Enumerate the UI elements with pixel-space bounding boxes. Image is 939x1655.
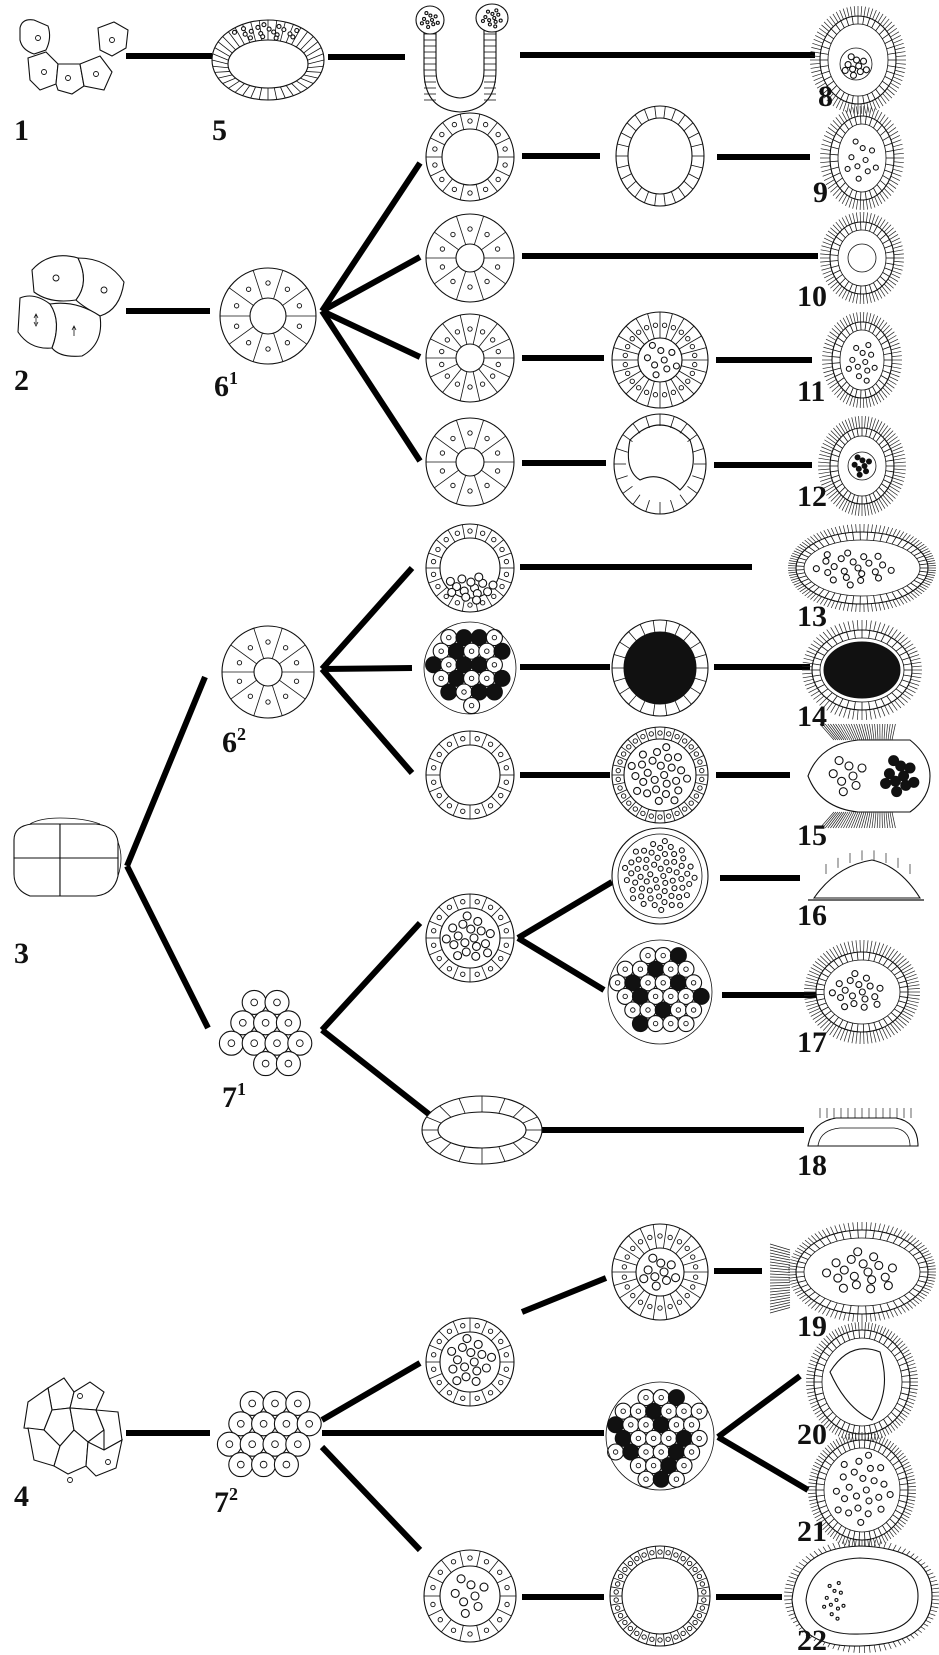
connector [718,1376,800,1437]
label-14: 14 [797,700,827,733]
u-shaped-invagination [416,4,508,112]
stage-6-1-blastula [220,268,316,364]
label-2: 2 [14,364,29,397]
connector [127,866,208,1028]
stage-5-epithelial-sphere [212,20,324,100]
stage-19-larva [770,1244,790,1313]
stage-18-elongated-larva [808,1118,918,1146]
label-1: 1 [14,114,29,147]
connector [322,923,420,1030]
connector [522,1278,606,1312]
stratified-blastula-row5-a [612,1224,708,1320]
hollow-parenchyma-row4-a [612,828,708,924]
stage-9-ciliated-larva [820,106,904,210]
label-16: 16 [797,899,827,932]
blastula-row3-a [426,524,514,612]
label-20: 20 [797,1418,827,1451]
label-11: 11 [797,375,825,408]
label-18: 18 [797,1149,827,1182]
stage-15-larva [808,724,930,828]
stage-16-flat-sponge [808,860,924,900]
label-6-2: 62 [222,724,246,759]
label-17: 17 [797,1026,827,1059]
connector [322,1447,420,1550]
connector [322,668,412,669]
blastula-row3-c [426,731,514,819]
blastula-row2-b [426,214,514,302]
parenchymella-row5-b [606,1382,714,1490]
stratified-blastula-row2-c [612,312,708,408]
stage-12-ciliated-larva [818,416,906,516]
invaginating-blastula-row2-d [614,414,706,514]
label-8: 8 [818,80,833,113]
connector [322,568,412,669]
hollow-blastula-row5-c [610,1546,710,1646]
connector [518,938,604,990]
label-22: 22 [797,1624,827,1655]
stage-19-ciliated-larva [788,1222,936,1322]
label-19: 19 [797,1310,827,1343]
stage-11-ciliated-larva [822,312,902,408]
stage-3-eight-cells [14,818,121,896]
blastula-row2-c [426,314,514,402]
oval-blastula-row4-c [422,1096,542,1164]
connector [518,882,612,938]
label-7-1: 71 [222,1079,246,1114]
label-21: 21 [797,1515,827,1548]
stage-6-2-blastula [222,626,314,718]
parenchymella-row4-b [608,940,712,1044]
label-3: 3 [14,937,29,970]
stage-2-four-cells [18,256,124,357]
blastula-row2-a [426,113,514,201]
label-9: 9 [813,176,828,209]
stage-18-cilia [820,1108,911,1118]
connector [322,669,412,773]
label-10: 10 [797,280,827,313]
label-15: 15 [797,819,827,852]
label-4: 4 [14,1480,29,1513]
label-6-1: 61 [214,368,238,403]
figure-labels: 1 2 3 4 5 61 62 71 72 8 9 10 11 12 13 14… [14,80,833,1655]
hollow-epithelium-row2-a [616,106,704,206]
label-13: 13 [797,600,827,633]
stratified-dark-row3-b [612,620,708,716]
stage-4-cell-cluster [24,1378,122,1483]
label-7-2: 72 [214,1484,238,1519]
stage-1-cell-plate [20,20,128,94]
stage-13-ciliated-larva [788,524,936,612]
stratified-blastula-row3-c [612,727,708,823]
connector [718,1437,808,1490]
blastula-row5-a [426,1318,514,1406]
label-5: 5 [212,114,227,147]
embryo-drawings [212,4,939,1653]
blastula-row5-c [424,1550,516,1642]
blastula-row4-a [426,894,514,982]
stage-10-ciliated-larva [820,212,904,304]
stage-7-2-morula [217,1391,321,1476]
blastula-row2-d [426,418,514,506]
connector [322,163,420,311]
connector [322,1363,420,1420]
connector [127,677,205,866]
morula-dark-row3-b [424,622,516,714]
connector [322,1030,430,1115]
stage-7-1-morula [219,990,311,1075]
label-12: 12 [797,480,827,513]
